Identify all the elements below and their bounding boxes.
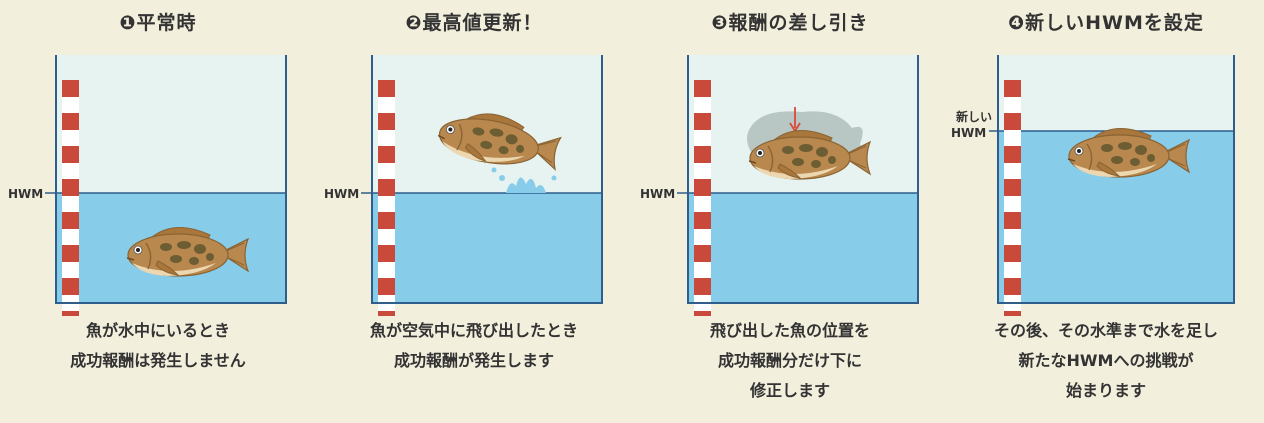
tank-diagram: HWM [640, 55, 919, 316]
panel-title: ❶平常時 [119, 12, 197, 34]
new-hwm-label: HWM [951, 126, 986, 140]
panel-caption: その後、その水準まで水を足し 新たなHWMへの挑戦が 始まります [993, 321, 1218, 400]
panel-title: ❹新しいHWMを設定 [1008, 12, 1204, 34]
hwm-label: HWM [8, 187, 43, 201]
level-gauge [694, 80, 711, 316]
level-gauge [378, 80, 395, 316]
panel-new-high: ❷最高値更新！ HWM 魚が空気中に飛び出したとき 成功報酬が発生します [316, 0, 632, 423]
new-hwm-label: 新しい [956, 109, 992, 124]
hwm-label: HWM [324, 187, 359, 201]
hwm-label: HWM [640, 187, 675, 201]
tank-diagram: HWM [8, 55, 287, 316]
tank-diagram: 新しい HWM [951, 55, 1235, 316]
level-gauge [1004, 80, 1021, 316]
panel-new-hwm: ❹新しいHWMを設定 新しい HWM その後、その水準まで水を足し 新たなHWM… [948, 0, 1264, 423]
panel-caption: 飛び出した魚の位置を 成功報酬分だけ下に 修正します [709, 321, 870, 400]
panel-caption: 魚が水中にいるとき 成功報酬は発生しません [70, 321, 246, 370]
panel-fee-deduction: ❸報酬の差し引き HWM 飛び出した魚の位置を 成功報酬分だけ下に 修正します [632, 0, 948, 423]
panel-caption: 魚が空気中に飛び出したとき 成功報酬が発生します [369, 321, 578, 370]
level-gauge [62, 80, 79, 316]
panel-title: ❷最高値更新！ [405, 12, 543, 34]
panel-normal: ❶平常時 HWM 魚が水中にいるとき 成功報酬は発生しません [0, 0, 316, 423]
tank-diagram: HWM [324, 55, 603, 316]
panel-title: ❸報酬の差し引き [711, 12, 869, 34]
